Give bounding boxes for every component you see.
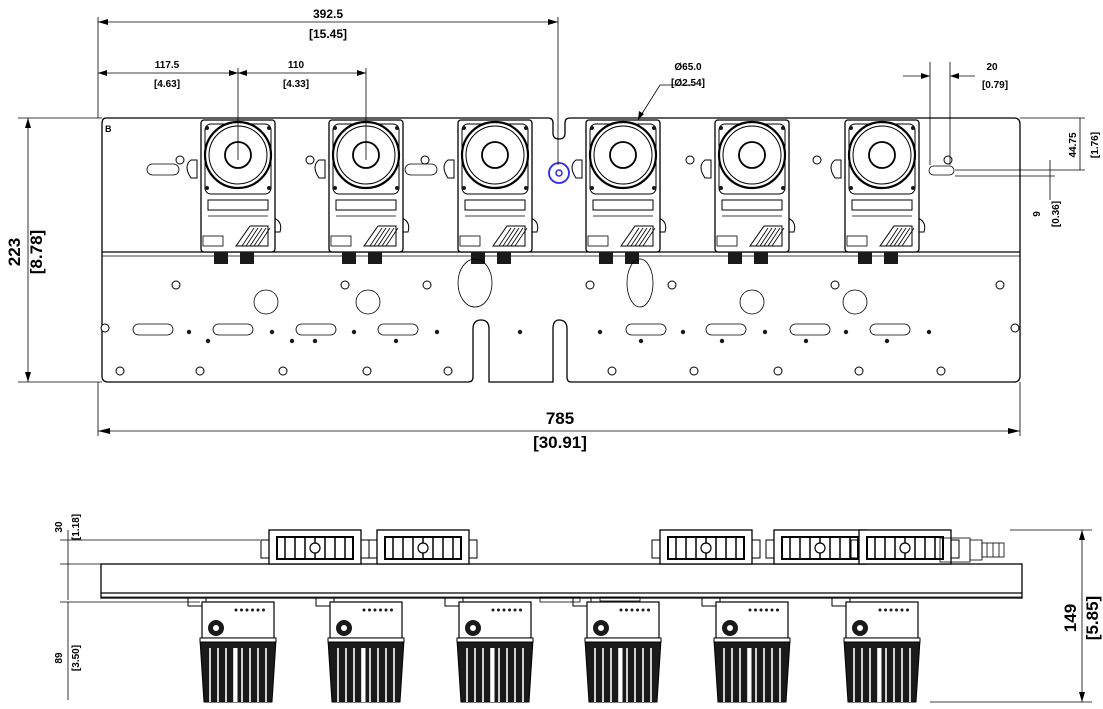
top-view: B [100, 117, 1021, 383]
dim-slot-height: 44.75 [1068, 132, 1079, 157]
dim-overall-width: 785 [546, 409, 574, 428]
mount-hole [340, 280, 350, 290]
side-clamp [850, 529, 960, 565]
round-cutout [842, 289, 868, 315]
upper-slots [146, 163, 955, 176]
side-clamp [765, 529, 875, 565]
dim-side-total-in: [5.85] [1083, 596, 1102, 640]
dim-light-diameter: Ø65.0 [674, 62, 702, 73]
dim-side-total: 149 [1061, 604, 1080, 632]
side-clamp [368, 529, 478, 565]
mount-hole [773, 366, 783, 376]
svg-text:B: B [105, 124, 112, 134]
round-cutout [739, 289, 765, 315]
top-light-2 [314, 119, 410, 264]
mount-hole [362, 366, 372, 376]
dim-side-light-in: [3.50] [71, 645, 82, 671]
mount-hole [607, 366, 617, 376]
top-light-5 [700, 119, 796, 264]
slot [625, 323, 667, 336]
oval-cutout [626, 258, 654, 308]
mount-hole [689, 366, 699, 376]
mount-hole [443, 366, 453, 376]
mount-hole [830, 280, 840, 290]
dim-light-pitch: 110 [288, 60, 305, 71]
mount-hole [943, 155, 953, 165]
dim-slot-height-in: [1.76] [1090, 132, 1101, 158]
dim-slot-offset: 20 [986, 62, 998, 73]
mount-hole [667, 280, 677, 290]
dim-slot-offset-in: [0.79] [982, 80, 1008, 91]
mount-hole [812, 155, 822, 165]
slot [295, 323, 337, 336]
dim-slot-width-in: [0.36] [1051, 201, 1062, 227]
mount-hole [305, 155, 315, 165]
mount-hole [585, 280, 595, 290]
dim-edge-to-light-in: [4.63] [154, 79, 180, 90]
upper-slot [146, 163, 180, 176]
cable-connector [939, 537, 1005, 563]
dim-plate-height-in: [8.78] [27, 230, 46, 274]
mount-hole [115, 366, 125, 376]
highlight-marker [548, 162, 570, 184]
slot [869, 323, 911, 336]
side-dimensions: 30 [1.18] 89 [3.50] 149 [5.85] [54, 514, 1102, 703]
mount-hole [422, 280, 432, 290]
mount-hole [100, 323, 110, 333]
mount-hole [995, 280, 1005, 290]
mount-hole [685, 155, 695, 165]
dim-half-width-in: [15.45] [309, 27, 347, 41]
top-light-4 [571, 119, 667, 264]
side-light-1 [187, 597, 277, 703]
side-clamp [651, 529, 761, 565]
mount-hole [175, 155, 185, 165]
side-clamp [260, 529, 370, 565]
upper-slot [928, 165, 955, 176]
mount-hole [1010, 323, 1020, 333]
side-view [100, 529, 1023, 703]
dim-light-diameter-in: [Ø2.54] [671, 78, 705, 89]
upper-slot [404, 163, 438, 176]
round-cutout [253, 289, 279, 315]
dim-side-top: 30 [54, 521, 65, 533]
top-light-6 [830, 119, 926, 264]
dim-edge-to-light: 117.5 [155, 60, 180, 71]
side-light-4 [572, 597, 662, 703]
mount-hole [420, 155, 430, 165]
slot [132, 323, 174, 336]
side-plate [100, 563, 1023, 599]
oval-cutout [457, 258, 493, 308]
mount-hole [854, 366, 864, 376]
dim-half-width: 392.5 [313, 7, 343, 21]
side-light-5 [701, 597, 791, 703]
slot [377, 323, 419, 336]
mount-hole [195, 366, 205, 376]
slot [789, 323, 831, 336]
top-light-3 [443, 119, 539, 264]
top-dimensions: 392.5 [15.45] 117.5 [4.63] 110 [4.33] Ø6… [5, 7, 1101, 452]
mount-hole [278, 366, 288, 376]
side-light-2 [315, 597, 405, 703]
lower-plate-features [100, 155, 1020, 376]
dim-overall-width-in: [30.91] [533, 433, 587, 452]
dim-side-top-in: [1.18] [71, 514, 82, 540]
dim-slot-width: 9 [1032, 211, 1043, 217]
side-light-6 [831, 597, 921, 703]
mount-hole [936, 366, 946, 376]
dim-light-pitch-in: [4.33] [283, 79, 309, 90]
top-light-1 [186, 119, 282, 264]
side-light-3 [444, 597, 534, 703]
dim-side-light: 89 [54, 652, 65, 664]
round-cutout [355, 289, 381, 315]
slot [212, 323, 254, 336]
slot [705, 323, 747, 336]
dim-plate-height: 223 [5, 238, 24, 266]
mount-hole [171, 280, 181, 290]
